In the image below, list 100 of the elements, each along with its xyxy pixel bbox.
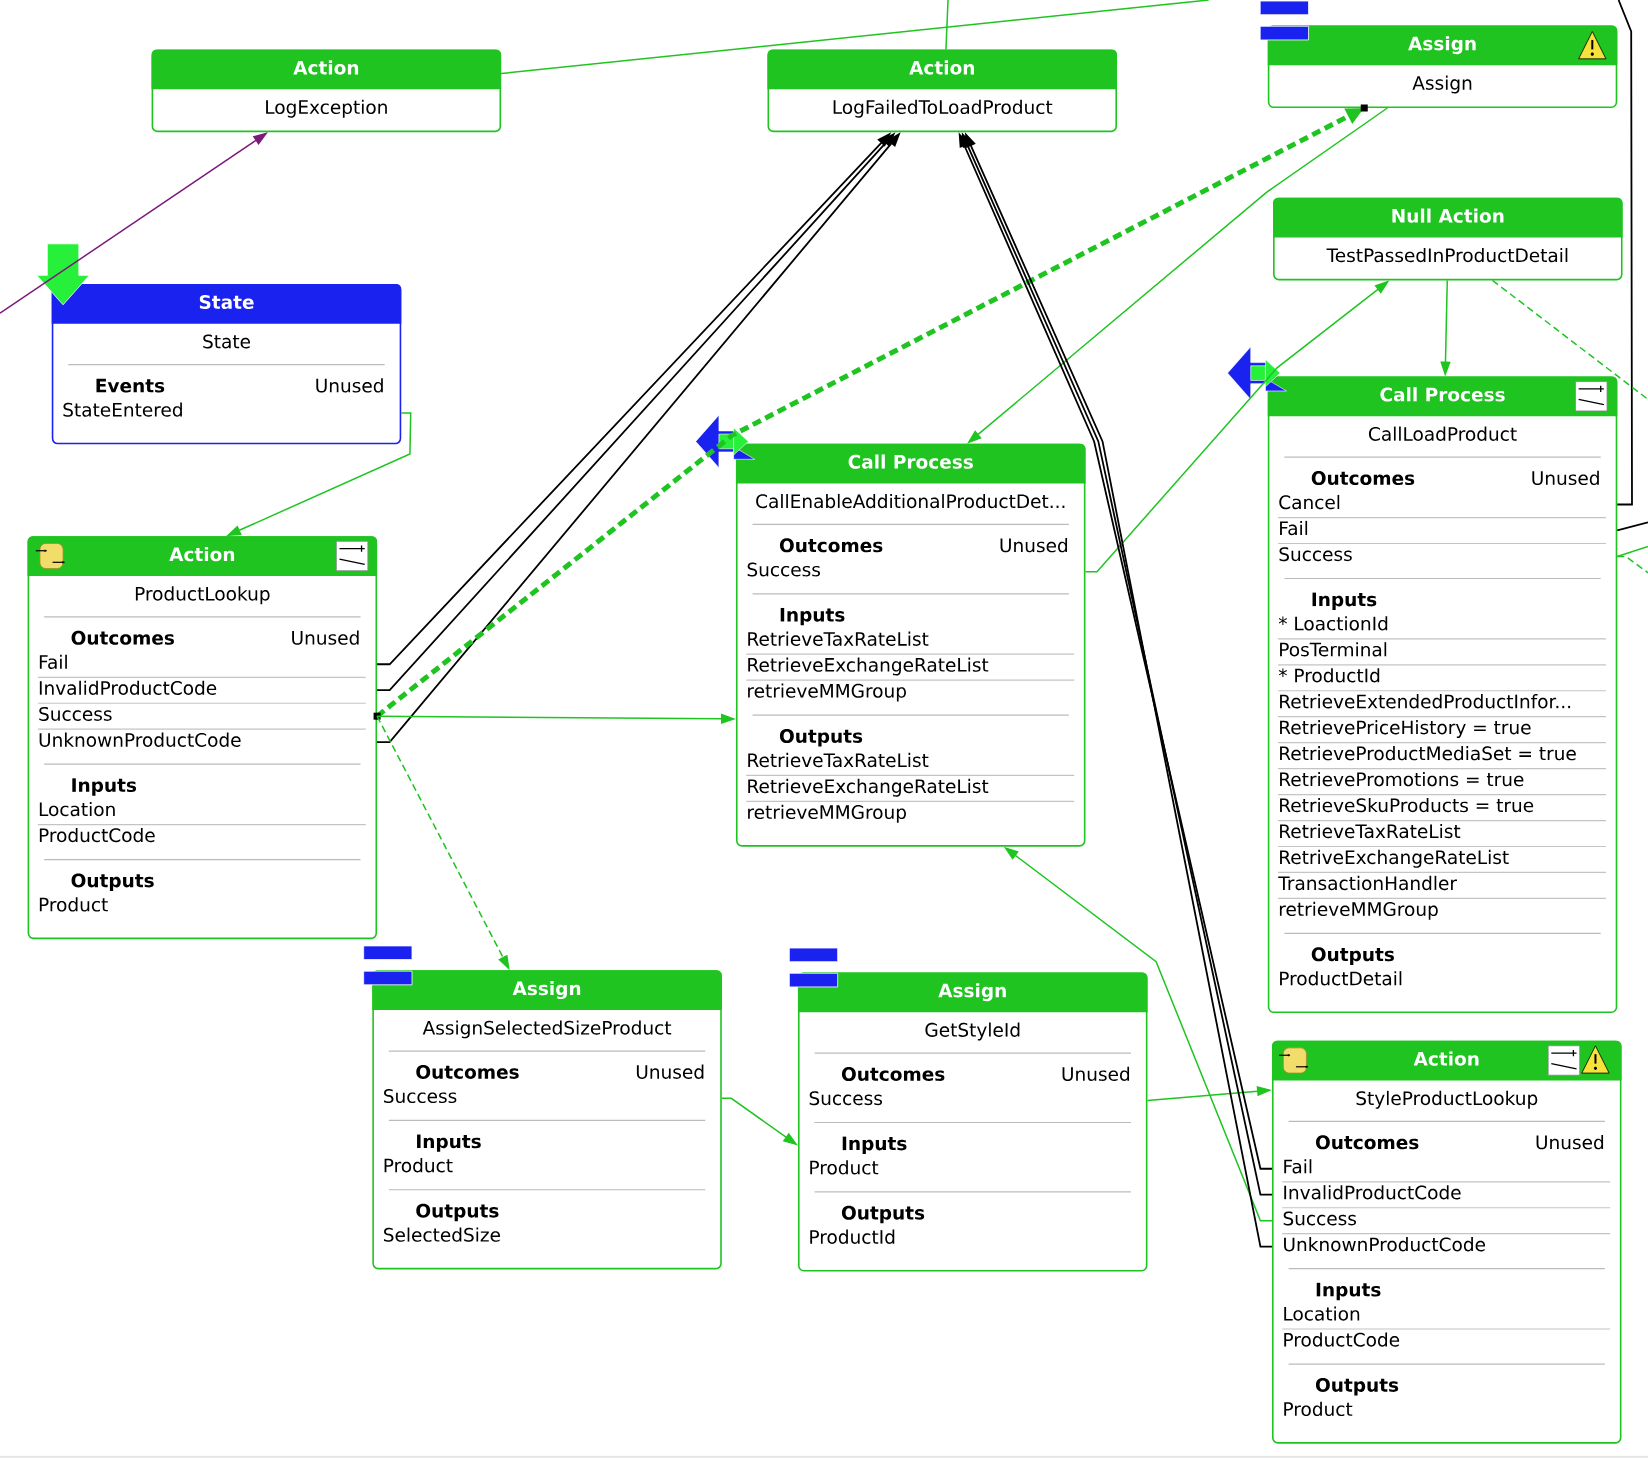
- list-item: RetrieveExchangeRateList: [748, 778, 989, 797]
- list-item: InvalidProductCode: [39, 680, 217, 696]
- list-item: RetrieveTaxRateList: [1280, 823, 1461, 839]
- list-item: ProductCode: [1284, 1332, 1400, 1347]
- card-title: CallEnableAdditionalProductDet...: [756, 493, 1065, 509]
- list-item: Success: [809, 1091, 883, 1106]
- list-item: TransactionHandler: [1278, 875, 1457, 891]
- card-title: GetStyleId: [925, 1022, 1020, 1041]
- list-item: StateEntered: [63, 402, 182, 417]
- section-heading: Outputs: [1315, 1377, 1399, 1396]
- card-heading: Action: [909, 60, 974, 75]
- section-heading: Outcomes: [841, 1067, 945, 1082]
- card-title: LogException: [266, 99, 387, 118]
- connector: [1616, 521, 1648, 532]
- list-item: RetrievePromotions = true: [1280, 772, 1524, 787]
- list-item: Success: [1283, 1211, 1357, 1226]
- list-item: retrieveMMGroup: [748, 804, 906, 823]
- section-heading: Outcomes: [1315, 1135, 1419, 1150]
- list-item: * ProductId: [1278, 668, 1380, 683]
- section-heading: Outcomes: [416, 1064, 519, 1079]
- card-title: LogFailedToLoadProduct: [833, 99, 1053, 118]
- card-title: ProductLookup: [135, 586, 270, 605]
- card-title: TestPassedInProductDetail: [1326, 248, 1568, 263]
- card-title: StyleProductLookup: [1356, 1090, 1538, 1109]
- list-item: Fail: [39, 654, 67, 670]
- list-item: Location: [1284, 1306, 1360, 1321]
- list-item: Fail: [1280, 520, 1308, 536]
- status-label: Unused: [292, 630, 359, 645]
- list-item: Fail: [1284, 1159, 1312, 1174]
- connector: [1491, 279, 1648, 401]
- section-heading: Outputs: [1311, 947, 1394, 965]
- card-heading: Action: [293, 60, 359, 75]
- list-item: RetriveExchangeRateList: [1280, 849, 1509, 868]
- card-heading: State: [199, 295, 254, 310]
- list-item: Success: [39, 707, 112, 721]
- list-item: Success: [747, 562, 820, 577]
- section-heading: Inputs: [1316, 1282, 1381, 1301]
- card-heading: Null Action: [1392, 208, 1504, 223]
- list-item: SelectedSize: [384, 1227, 500, 1242]
- list-item: RetrieveExtendedProductInfor...: [1280, 694, 1571, 709]
- card-heading: Call Process: [848, 454, 973, 469]
- list-item: ProductCode: [39, 827, 155, 843]
- connector: [1616, 545, 1648, 558]
- section-heading: Events: [96, 378, 165, 393]
- list-item: * LoactionId: [1278, 616, 1388, 631]
- list-item: ProductDetail: [1280, 971, 1402, 986]
- section-heading: Outputs: [779, 729, 863, 747]
- section-heading: Inputs: [72, 778, 137, 796]
- list-item: RetrieveProductMediaSet = true: [1280, 746, 1576, 761]
- section-heading: Inputs: [842, 1136, 907, 1155]
- card-title: State: [203, 334, 250, 349]
- connector: [373, 104, 1368, 720]
- list-item: UnknownProductCode: [1284, 1237, 1485, 1252]
- section-heading: Outputs: [416, 1203, 499, 1222]
- list-item: Cancel: [1279, 495, 1340, 510]
- list-item: Product: [1284, 1401, 1353, 1417]
- card-title: CallLoadProduct: [1369, 426, 1517, 441]
- section-heading: Inputs: [417, 1134, 481, 1152]
- list-item: RetrieveTaxRateList: [748, 631, 929, 646]
- section-heading: Outcomes: [779, 538, 883, 553]
- status-label: Unused: [1062, 1066, 1130, 1082]
- status-label: Unused: [636, 1064, 704, 1079]
- list-item: ProductId: [810, 1229, 895, 1244]
- list-item: Product: [39, 897, 108, 912]
- list-item: RetrieveTaxRateList: [748, 752, 929, 768]
- list-item: RetrieveExchangeRateList: [748, 657, 989, 676]
- card-heading: Assign: [512, 981, 581, 1000]
- list-item: InvalidProductCode: [1284, 1185, 1461, 1200]
- status-label: Unused: [1000, 538, 1068, 553]
- status-label: Unused: [316, 378, 383, 393]
- list-item: Product: [810, 1160, 879, 1175]
- card-heading: Assign: [1408, 36, 1476, 55]
- card-title: Assign: [1412, 75, 1472, 94]
- card-heading: Assign: [938, 983, 1006, 1002]
- card-heading: Action: [1413, 1051, 1479, 1066]
- card-heading: Action: [169, 547, 235, 562]
- section-heading: Inputs: [780, 608, 845, 626]
- list-item: UnknownProductCode: [39, 732, 241, 747]
- section-heading: Outcomes: [71, 630, 174, 645]
- section-heading: Outputs: [71, 873, 154, 892]
- connector: [500, 0, 1210, 75]
- section-heading: Inputs: [1312, 592, 1377, 610]
- section-heading: Outcomes: [1311, 471, 1415, 486]
- list-item: Location: [39, 802, 115, 817]
- list-item: Success: [1279, 547, 1352, 562]
- list-item: Success: [384, 1089, 457, 1104]
- list-item: RetrieveSkuProducts = true: [1280, 798, 1534, 813]
- section-heading: Outputs: [841, 1205, 925, 1224]
- list-item: RetrievePriceHistory = true: [1280, 720, 1531, 739]
- list-item: Product: [384, 1158, 453, 1173]
- connector: [1616, 0, 1633, 506]
- connector: [1616, 555, 1648, 574]
- status-label: Unused: [1536, 1135, 1604, 1150]
- status-label: Unused: [1532, 470, 1599, 486]
- card-title: AssignSelectedSizeProduct: [422, 1020, 672, 1039]
- list-item: retrieveMMGroup: [1279, 901, 1438, 920]
- list-item: PosTerminal: [1280, 642, 1387, 657]
- card-heading: Call Process: [1380, 387, 1505, 402]
- list-item: retrieveMMGroup: [748, 683, 906, 702]
- connector: [945, 0, 949, 51]
